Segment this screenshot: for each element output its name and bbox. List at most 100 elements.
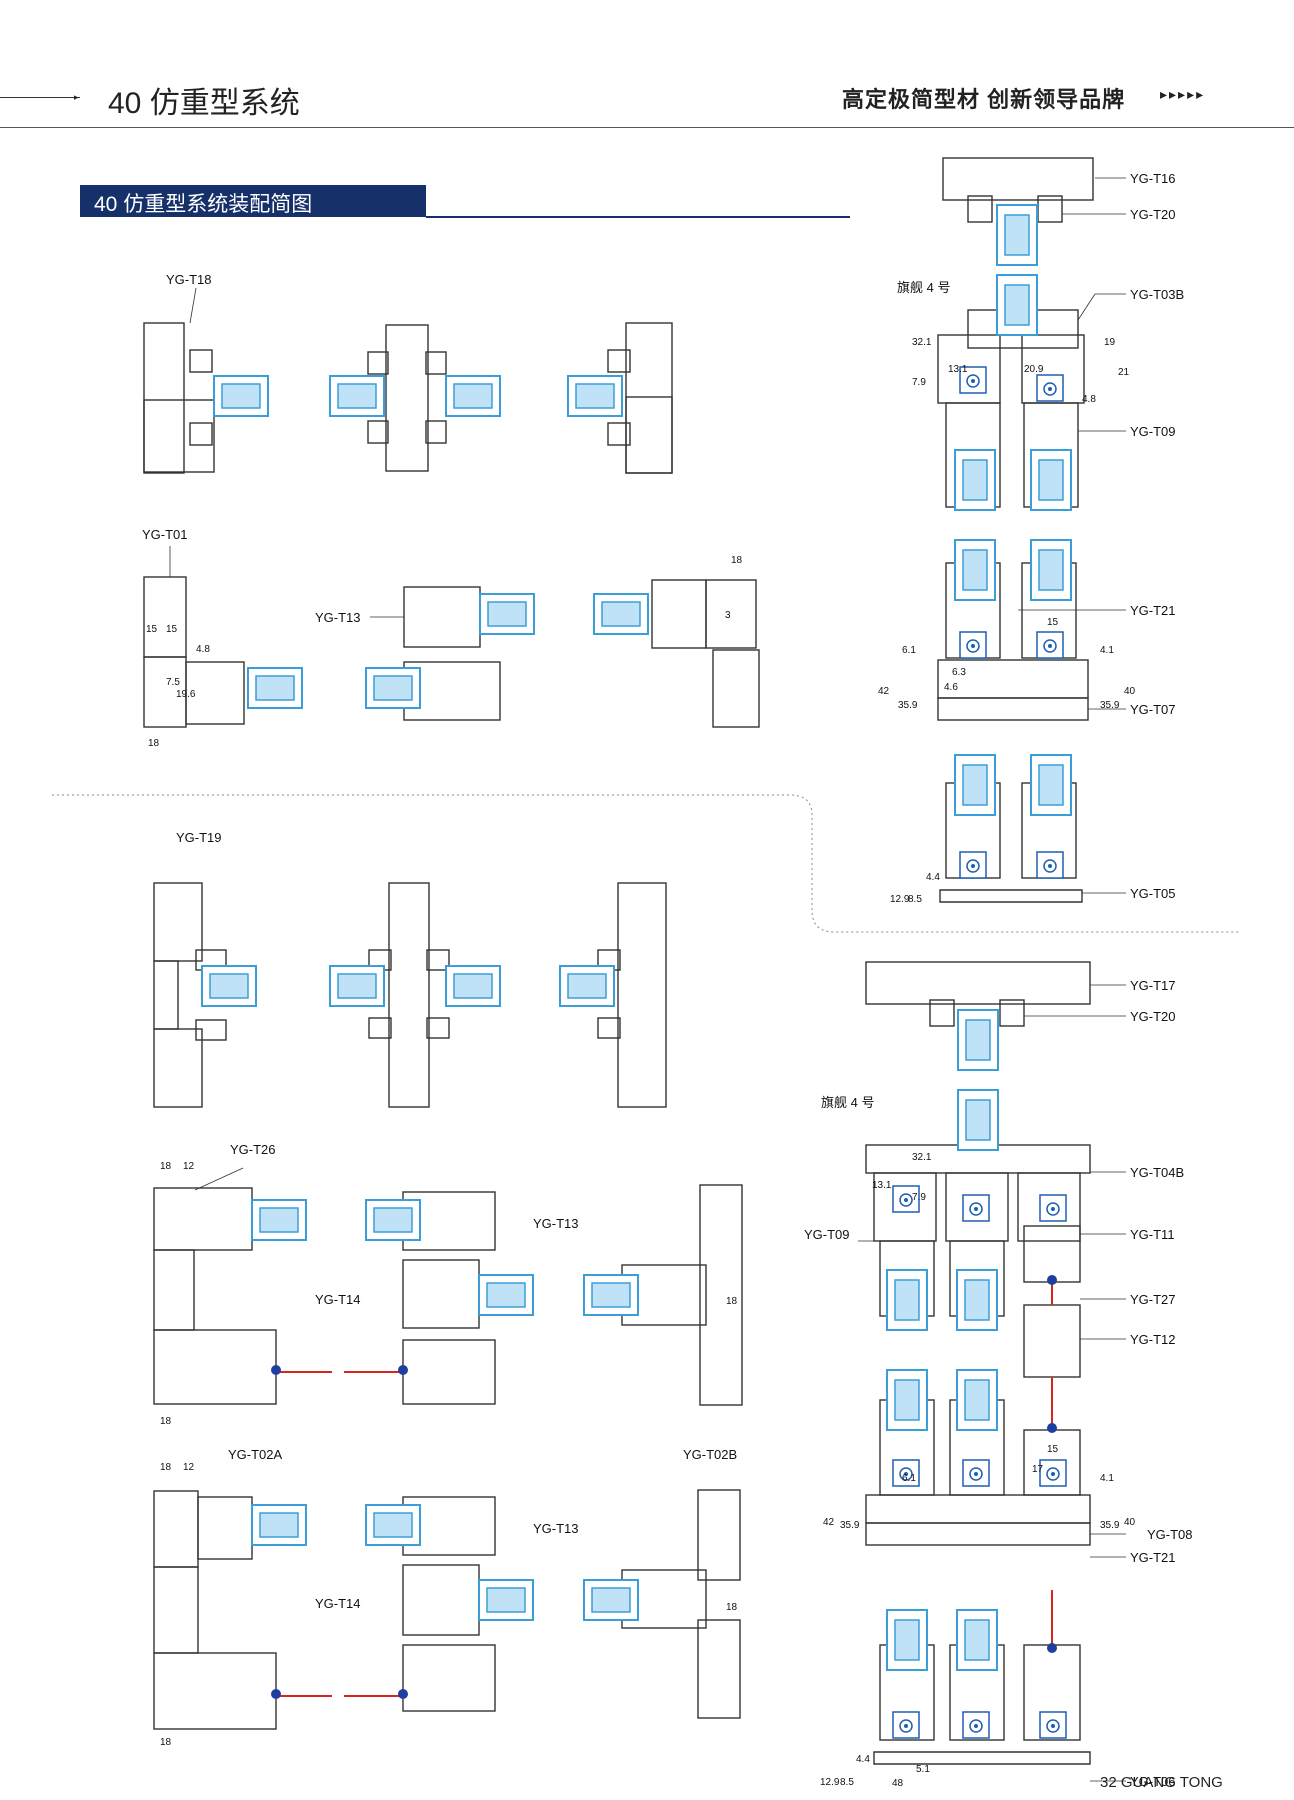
header-arrows-icon: ▸▸▸▸▸ xyxy=(1160,86,1206,102)
dim-18-d: 18 xyxy=(160,1737,172,1748)
section-band xyxy=(80,185,426,217)
label-t04b: YG-T04B xyxy=(1130,1165,1184,1180)
label-t14-row5: YG-T14 xyxy=(315,1596,361,1611)
dim-5-1: 5.1 xyxy=(916,1764,930,1775)
header-rule xyxy=(0,127,1294,128)
dim-17: 17 xyxy=(1032,1464,1044,1475)
dim-12-9-b: 12.9 xyxy=(820,1777,840,1788)
dim-21: 21 xyxy=(1118,367,1130,378)
dim-7-5: 7.5 xyxy=(166,677,180,688)
dim-4-8-b: 4.8 xyxy=(1082,394,1096,405)
dim-18-a: 18 xyxy=(160,1161,172,1172)
label-t13-row2: YG-T13 xyxy=(315,610,361,625)
label-t27: YG-T27 xyxy=(1130,1292,1176,1307)
label-t21-upper: YG-T21 xyxy=(1130,603,1176,618)
part-labels: YG-T18 YG-T01 YG-T13 YG-T19 YG-T26 YG-T1… xyxy=(142,171,1193,1789)
page-footer: 32 GUANG TONG xyxy=(1100,1774,1223,1791)
label-t02b: YG-T02B xyxy=(683,1447,737,1462)
label-t17: YG-T17 xyxy=(1130,978,1176,993)
label-t14-row4: YG-T14 xyxy=(315,1292,361,1307)
glazing-units xyxy=(201,204,1072,1671)
label-t26: YG-T26 xyxy=(230,1142,276,1157)
dim-12-b: 12 xyxy=(183,1462,195,1473)
header-slogan: 高定极简型材 创新领导品牌 xyxy=(842,87,1126,112)
dim-18-h: 18 xyxy=(726,1602,738,1613)
dim-42-b: 42 xyxy=(823,1517,835,1528)
label-t12: YG-T12 xyxy=(1130,1332,1176,1347)
dim-4-4-a: 4.4 xyxy=(926,872,940,883)
dim-15-d: 15 xyxy=(1047,1444,1059,1455)
section-t17-head xyxy=(865,961,1091,1027)
section-t01-corner xyxy=(143,576,245,728)
section-t16-head xyxy=(942,157,1094,223)
section-title: 40 仿重型系统装配简图 xyxy=(94,193,313,216)
header-arrow-icon: ▸ xyxy=(74,92,79,102)
label-t02a: YG-T02A xyxy=(228,1447,283,1462)
label-t19: YG-T19 xyxy=(176,830,222,845)
label-t05: YG-T05 xyxy=(1130,886,1176,901)
label-t08: YG-T08 xyxy=(1147,1527,1193,1542)
dim-8-5-a: 8.5 xyxy=(908,894,922,905)
dim-7-9-b: 7.9 xyxy=(912,1192,926,1203)
dim-35-9-a: 35.9 xyxy=(898,700,918,711)
section-t19-left xyxy=(153,882,227,1108)
header-rule-short xyxy=(0,97,80,98)
dim-12-9-a: 12.9 xyxy=(890,894,910,905)
dim-20-9: 20.9 xyxy=(1024,364,1044,375)
dim-7-9-a: 7.9 xyxy=(912,377,926,388)
section-t12-interlock xyxy=(1023,1304,1081,1378)
dim-18-e: 18 xyxy=(148,738,160,749)
label-t01: YG-T01 xyxy=(142,527,188,542)
label-t09-upper: YG-T09 xyxy=(1130,424,1176,439)
page-number: 32 xyxy=(1100,1774,1117,1791)
dim-18-f: 18 xyxy=(731,555,743,566)
dim-4-8-a: 4.8 xyxy=(196,644,210,655)
label-t07: YG-T07 xyxy=(1130,702,1176,717)
dim-6-1-a: 6.1 xyxy=(902,645,916,656)
label-t20-upper: YG-T20 xyxy=(1130,207,1176,222)
label-t13-row5: YG-T13 xyxy=(533,1521,579,1536)
label-t06: YG-T06 xyxy=(1130,1774,1176,1789)
dim-40-a: 40 xyxy=(1124,686,1136,697)
section-t18-mullion xyxy=(367,324,447,472)
dim-18-c: 18 xyxy=(160,1416,172,1427)
footer-brand: GUANG TONG xyxy=(1120,1774,1223,1791)
dim-6-1-b: 6.1 xyxy=(902,1473,916,1484)
section-t04b-frame xyxy=(865,1144,1091,1317)
page-title: 40 仿重型系统 xyxy=(108,87,300,120)
dim-6-3: 6.3 xyxy=(952,667,966,678)
dim-13-1-b: 13.1 xyxy=(872,1180,892,1191)
leader-lines xyxy=(169,177,1126,1782)
section-t14-right xyxy=(621,1184,743,1406)
dim-18-b: 18 xyxy=(160,1462,172,1473)
label-t21-lower: YG-T21 xyxy=(1130,1550,1176,1565)
dim-4-1-a: 4.1 xyxy=(1100,645,1114,656)
dim-35-9-c: 35.9 xyxy=(840,1520,860,1531)
dim-35-9-b: 35.9 xyxy=(1100,700,1120,711)
label-t03b: YG-T03B xyxy=(1130,287,1184,302)
dim-40-b: 40 xyxy=(1124,1517,1136,1528)
dim-15-a: 15 xyxy=(146,624,158,635)
dim-4-4-b: 4.4 xyxy=(856,1754,870,1765)
section-rule xyxy=(426,216,850,218)
dim-12-a: 12 xyxy=(183,1161,195,1172)
dim-32-1-b: 32.1 xyxy=(912,1152,932,1163)
dim-18-g: 18 xyxy=(726,1296,738,1307)
red-seal-lines xyxy=(276,1282,1053,1697)
label-qijian-upper: 旗舰 4 号 xyxy=(897,280,950,295)
section-t02a-left xyxy=(153,1490,277,1730)
dim-4-1-b: 4.1 xyxy=(1100,1473,1114,1484)
dim-13-1-a: 13.1 xyxy=(948,364,968,375)
dim-8-5-b: 8.5 xyxy=(840,1777,854,1788)
section-t18-left xyxy=(143,322,215,474)
section-t13-side xyxy=(651,579,760,728)
label-t16: YG-T16 xyxy=(1130,171,1176,186)
dim-15-b: 15 xyxy=(166,624,178,635)
dim-48: 48 xyxy=(892,1778,904,1789)
label-t09-lower: YG-T09 xyxy=(804,1227,850,1242)
dim-3: 3 xyxy=(725,610,731,621)
label-t18: YG-T18 xyxy=(166,272,212,287)
dim-35-9-d: 35.9 xyxy=(1100,1520,1120,1531)
dim-32-1-a: 32.1 xyxy=(912,337,932,348)
dimension-values: 18 12 18 12 18 18 18 18 18 18 15 15 15 1… xyxy=(146,337,1136,1789)
